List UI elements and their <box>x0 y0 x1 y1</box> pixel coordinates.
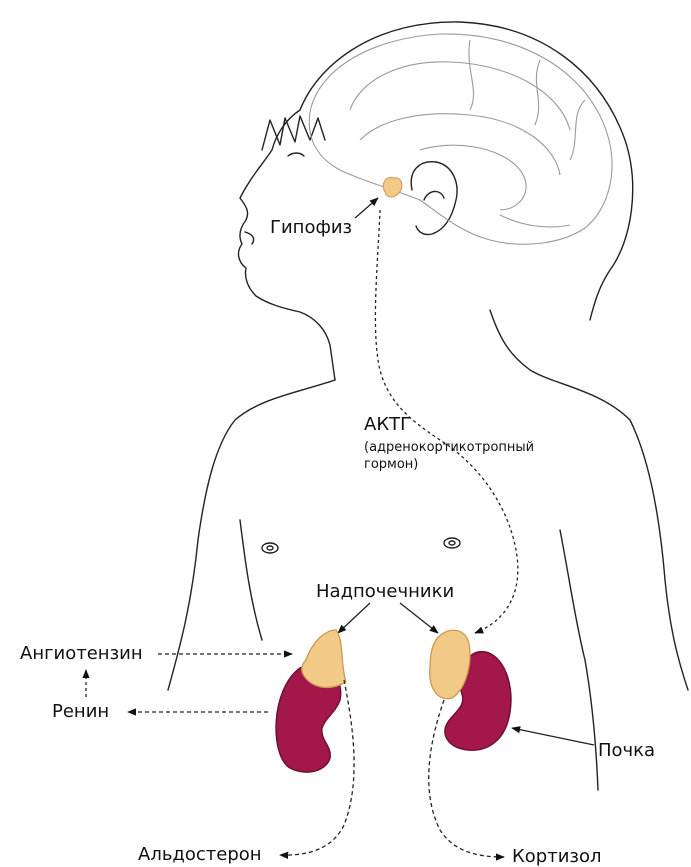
cortisol-label: Кортизол <box>512 847 602 867</box>
acth-description-line1: (адренокортикотропный <box>364 440 534 456</box>
pituitary-gland <box>383 177 402 197</box>
renin-label: Ренин <box>52 702 109 722</box>
brain-outline <box>309 34 612 244</box>
pituitary-label: Гипофиз <box>270 218 352 238</box>
child-body-outline <box>168 22 688 790</box>
adrenal-pointer-right <box>400 603 438 633</box>
kidney-label: Почка <box>598 741 655 761</box>
left-adrenal-gland <box>302 630 346 687</box>
adrenal-pointer-left <box>338 603 370 633</box>
acth-label: АКТГ <box>364 415 411 435</box>
pituitary-pointer <box>355 198 378 218</box>
kidney-pointer <box>512 728 594 745</box>
angiotensin-label: Ангиотензин <box>20 644 143 664</box>
aldosterone-label: Альдостерон <box>138 845 262 865</box>
adrenals-label: Надпочечники <box>316 582 454 602</box>
acth-description-line2: гормон) <box>364 457 418 473</box>
